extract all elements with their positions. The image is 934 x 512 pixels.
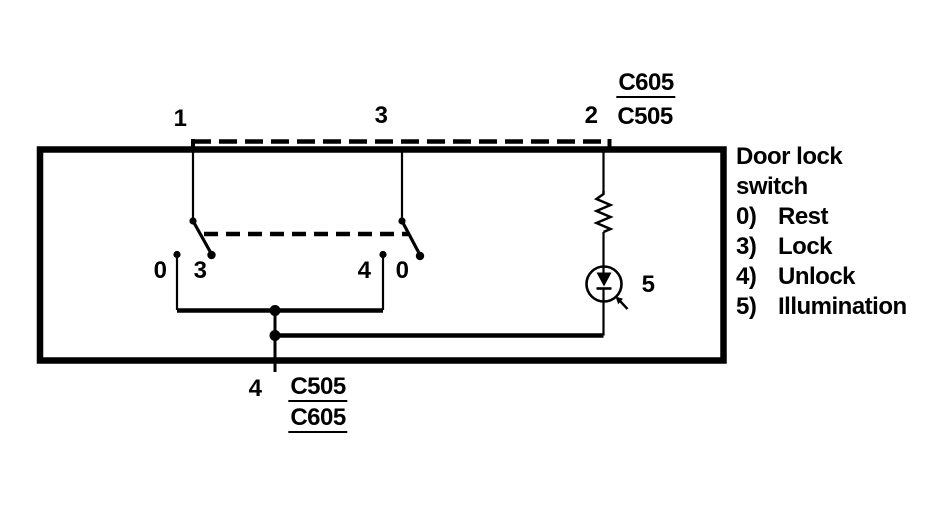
right-rest-label: 0 <box>395 257 409 284</box>
legend-item-illumination: 5) Illumination <box>736 292 907 322</box>
right-switch-lever <box>400 220 422 256</box>
left-lock-label: 3 <box>193 257 207 284</box>
legend-value: Lock <box>778 233 833 260</box>
led-emission-arrow-head <box>615 296 623 305</box>
pin4-label: 4 <box>248 375 262 402</box>
legend: Door lock switch 0) Rest 3) Lock 4) Unlo… <box>736 142 907 322</box>
left-pivot-dot <box>189 217 197 225</box>
left-switch-lever <box>191 220 213 255</box>
right-unlock-label: 4 <box>357 257 371 284</box>
pin3-label: 3 <box>374 102 388 129</box>
illumination-label: 5 <box>641 271 655 298</box>
legend-title-line1: Door lock <box>736 143 843 170</box>
led-emission-arrow-shaft <box>619 300 629 310</box>
legend-key: 4) <box>736 263 757 290</box>
connector-top-upper-code: C605 <box>616 69 676 98</box>
right-pivot-dot <box>398 217 406 225</box>
legend-key: 5) <box>736 293 757 320</box>
legend-item-unlock: 4) Unlock <box>736 262 907 292</box>
right-contact-dot <box>379 250 387 259</box>
resistor-zigzag-icon <box>593 191 614 234</box>
connector-bottom-lower-code: C605 <box>288 404 348 433</box>
led-triangle-icon <box>596 272 612 287</box>
right-lever-tip-dot <box>415 251 425 261</box>
legend-title-line2: switch <box>736 173 808 200</box>
legend-key: 3) <box>736 233 757 260</box>
connector-top-lower-code: C505 <box>617 103 673 130</box>
left-rest-label: 0 <box>153 257 167 284</box>
legend-value: Unlock <box>778 263 856 290</box>
pin2-label: 2 <box>584 102 598 129</box>
legend-key: 0) <box>736 203 757 230</box>
legend-value: Illumination <box>778 293 907 320</box>
legend-value: Rest <box>778 203 829 230</box>
switch-housing-box <box>36 146 727 364</box>
junction-dot-lower <box>269 330 281 341</box>
junction-dot-upper <box>269 305 281 316</box>
legend-item-rest: 0) Rest <box>736 202 907 232</box>
legend-item-lock: 3) Lock <box>736 232 907 262</box>
left-lever-tip-dot <box>207 250 216 260</box>
connector-bottom-upper-code: C505 <box>288 373 348 402</box>
pin1-label: 1 <box>173 105 187 132</box>
left-contact-dot <box>173 250 181 259</box>
